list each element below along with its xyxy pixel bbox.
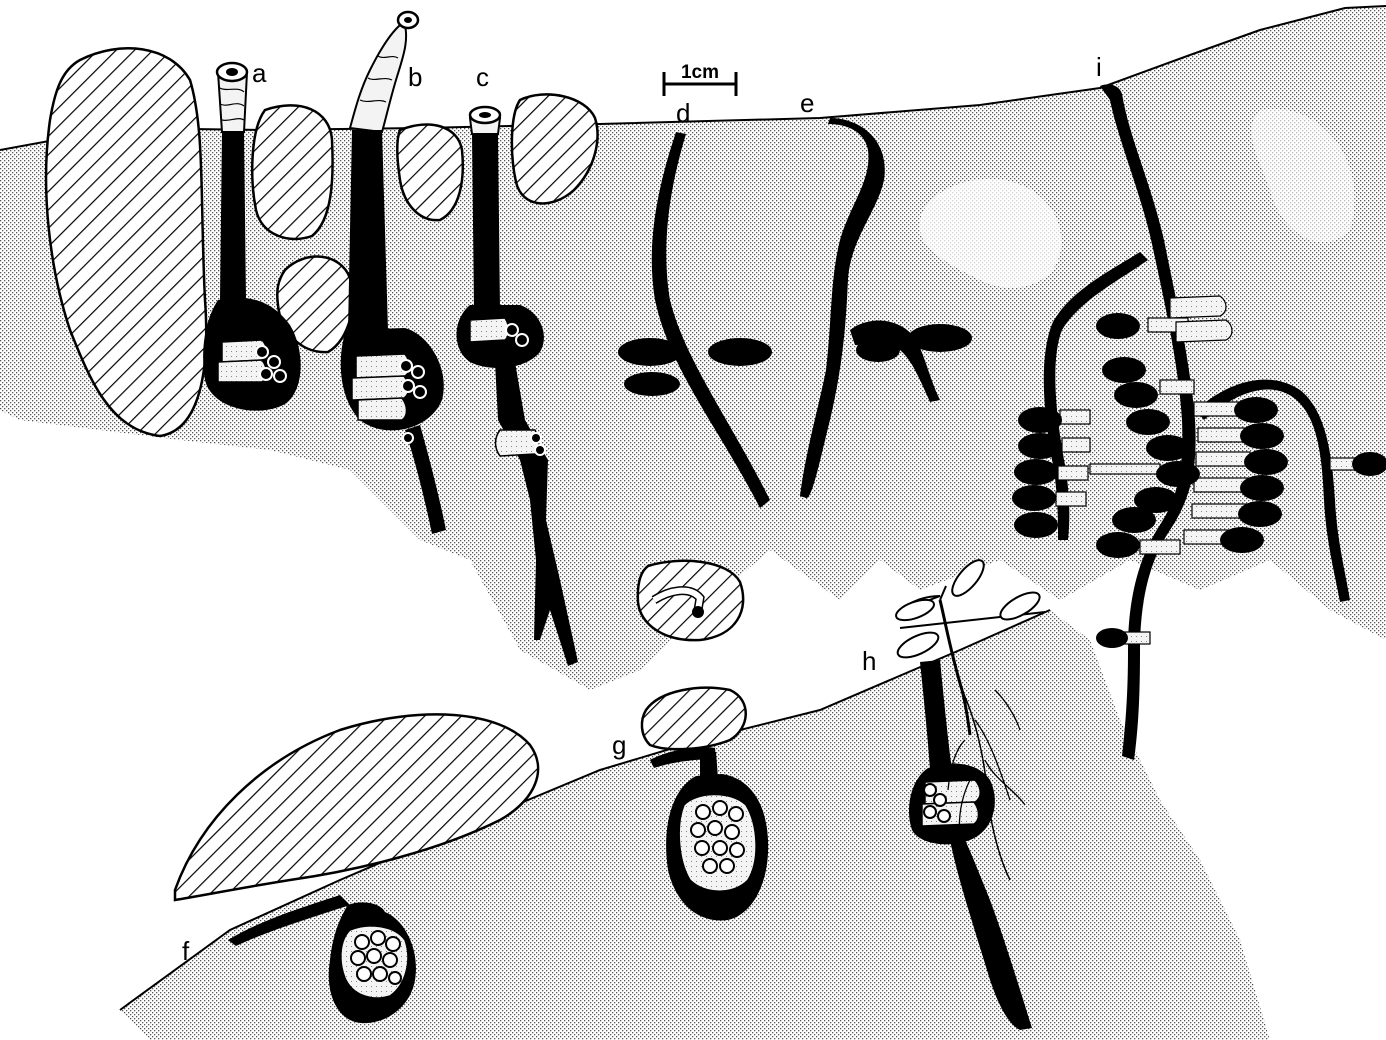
stone-small-center xyxy=(638,561,743,640)
turret-b xyxy=(350,22,406,132)
stone-g xyxy=(642,688,746,749)
label-a: a xyxy=(252,58,267,88)
label-e: e xyxy=(800,88,814,118)
label-d: d xyxy=(676,98,690,128)
scale-bar-label: 1cm xyxy=(681,62,719,83)
label-i: i xyxy=(1096,52,1102,82)
stone-a-b xyxy=(252,105,332,239)
scale-bar: 1cm xyxy=(664,62,736,96)
label-g: g xyxy=(612,730,626,760)
label-c: c xyxy=(476,62,489,92)
label-h: h xyxy=(862,646,876,676)
label-b: b xyxy=(408,62,422,92)
label-f: f xyxy=(182,936,190,966)
